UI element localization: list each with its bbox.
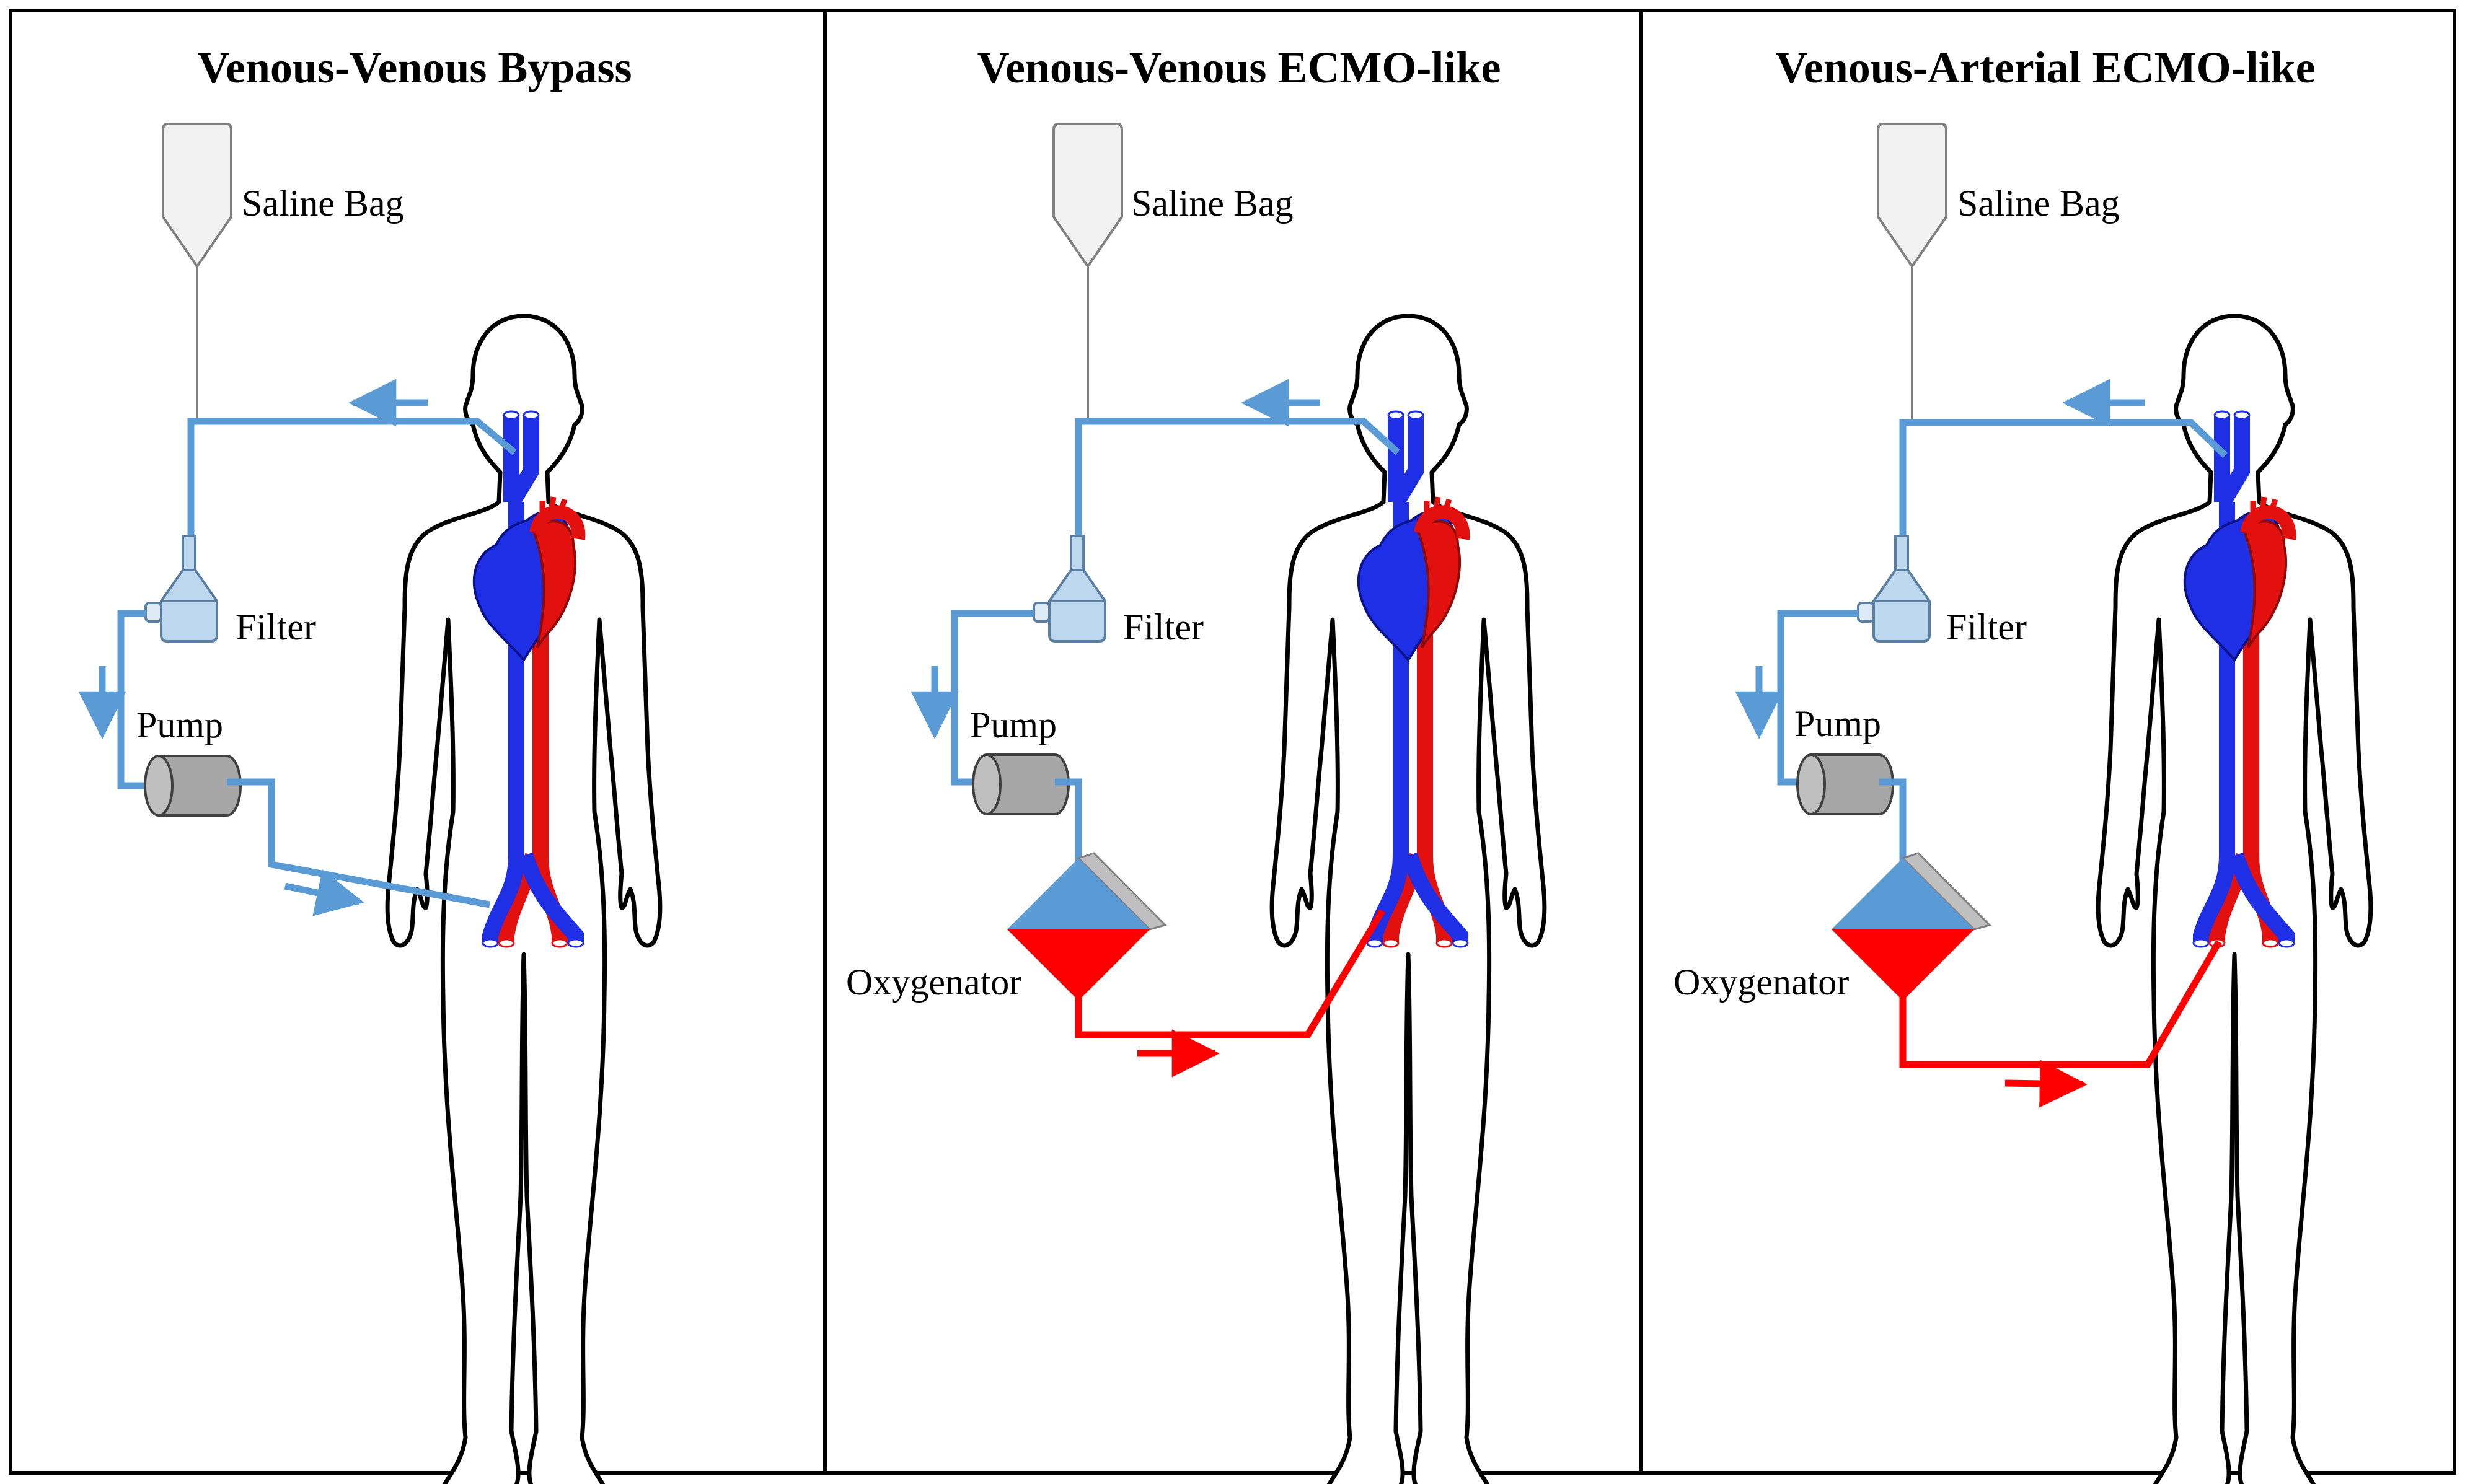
pump-to-oxygenator-tube: [1055, 778, 1082, 861]
pump-icon: [1796, 753, 1894, 815]
saline-bag-label: Saline Bag: [1131, 183, 1294, 224]
pump-to-body-tube: [227, 778, 490, 908]
pump-label: Pump: [136, 705, 223, 745]
pump-to-oxygenator-tube: [1879, 778, 1907, 861]
filter-label: Filter: [1946, 607, 2027, 648]
filter-label: Filter: [1123, 607, 1204, 648]
filter-label: Filter: [236, 607, 316, 648]
panel-venous-arterial-ecmo: Venous-Arterial ECMO-like Saline Bag Fil…: [1673, 43, 2371, 1484]
flow-arrow-bottom: [284, 869, 364, 916]
venous-return-tube: [187, 418, 517, 539]
oxygenator-label: Oxygenator: [1673, 962, 1849, 1003]
panel-venous-venous-bypass: Venous-Venous Bypass Saline Bag Filter P…: [78, 43, 660, 1484]
oxygenator-label: Oxygenator: [846, 962, 1021, 1003]
panel-title: Venous-Venous Bypass: [198, 43, 632, 92]
pump-icon: [972, 753, 1070, 815]
flow-arrow-bottom: [2004, 1060, 2088, 1108]
panel-title: Venous-Arterial ECMO-like: [1775, 43, 2315, 92]
pump-label: Pump: [970, 705, 1057, 745]
pump-icon: [144, 755, 242, 817]
venous-return-tube: [1899, 419, 2228, 539]
pump-label: Pump: [1794, 703, 1881, 744]
saline-bag-label: Saline Bag: [242, 183, 404, 224]
panel-title: Venous-Venous ECMO-like: [977, 43, 1501, 92]
saline-bag-label: Saline Bag: [1957, 183, 2120, 224]
venous-return-tube: [1075, 418, 1400, 539]
panel-venous-venous-ecmo: Venous-Venous ECMO-like Saline Bag Filte…: [846, 43, 1545, 1484]
oxygenator-to-body-tube: [1899, 940, 2222, 1068]
